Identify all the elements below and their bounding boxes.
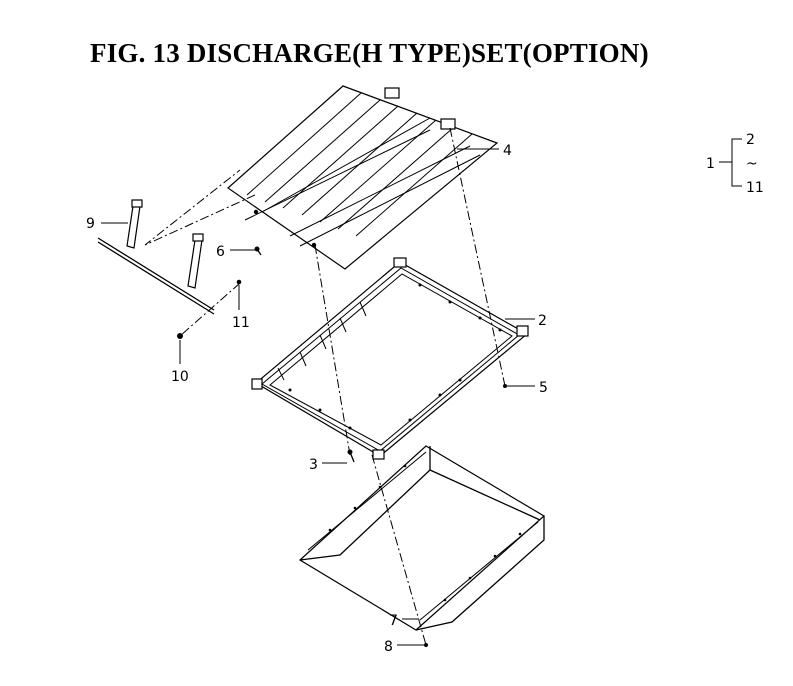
callout-9: 9 xyxy=(86,216,95,232)
top-cover-panel xyxy=(227,85,499,270)
callout-2: 2 xyxy=(538,313,547,329)
callout-10: 10 xyxy=(171,369,189,385)
legend-range-mark: ~ xyxy=(746,156,758,172)
legend-bottom-number: 11 xyxy=(746,180,764,196)
callout-11: 11 xyxy=(232,315,250,331)
frame-assembly xyxy=(251,257,529,460)
callout-6: 6 xyxy=(216,244,225,260)
callout-3: 3 xyxy=(309,457,318,473)
leader-lines xyxy=(101,148,535,646)
discharge-hopper xyxy=(298,445,546,631)
support-bracket xyxy=(97,199,215,315)
assembly-legend: 1 2 ~ 11 xyxy=(706,132,764,196)
nut-part-8 xyxy=(424,643,428,647)
figure-title: FIG. 13 DISCHARGE(H TYPE)SET(OPTION) xyxy=(90,38,649,68)
assembly-lines xyxy=(144,127,506,646)
bolt-part-3 xyxy=(347,449,355,463)
callout-7: 7 xyxy=(389,613,398,629)
legend-parent-number: 1 xyxy=(706,156,715,172)
callout-8: 8 xyxy=(384,639,393,655)
callout-4: 4 xyxy=(503,143,512,159)
legend-top-number: 2 xyxy=(746,132,755,148)
washer-part-11 xyxy=(236,279,242,285)
callout-5: 5 xyxy=(539,380,548,396)
bolt-part-6 xyxy=(254,246,262,256)
